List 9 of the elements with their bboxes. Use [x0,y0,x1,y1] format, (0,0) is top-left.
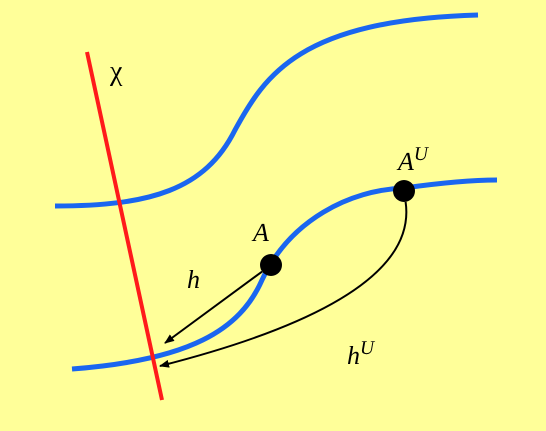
edge-label: h$^{U}$ [347,343,374,369]
arrow [159,202,407,368]
point-label: A [253,220,269,246]
edge-label: h [187,267,200,293]
point [393,180,415,202]
point-label: A$^{U}$ [398,149,428,175]
arrow [164,270,263,344]
point [260,254,282,276]
line-label: χ [110,58,122,86]
